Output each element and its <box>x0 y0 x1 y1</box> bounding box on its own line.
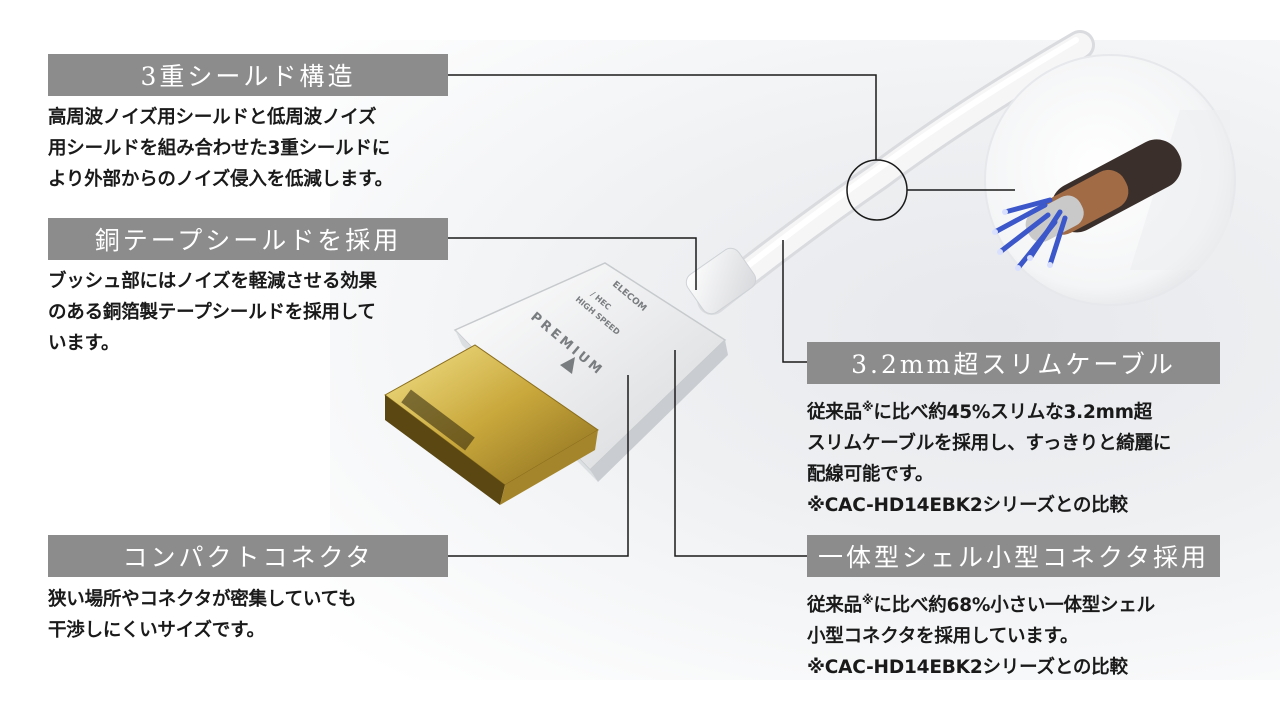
slim-cable-text-post: に比べ約45%スリムな3.2mm超 スリムケーブルを採用し、すっきりと綺麗に 配… <box>807 402 1172 517</box>
feature-title-compact-connector: コンパクトコネクタ <box>48 535 448 577</box>
slim-cable-text-pre: 従来品 <box>807 402 862 424</box>
integrated-shell-text-post: に比べ約68%小さい一体型シェル 小型コネクタを採用しています。 ※CAC-HD… <box>807 595 1155 679</box>
feature-title-copper-tape: 銅テープシールドを採用 <box>48 218 448 260</box>
feature-text-slim-cable: 従来品※に比べ約45%スリムな3.2mm超 スリムケーブルを採用し、すっきりと綺… <box>807 392 1247 521</box>
feature-title-integrated-shell: 一体型シェル小型コネクタ採用 <box>807 535 1220 577</box>
feature-title-slim-cable: 3.2mm超スリムケーブル <box>807 342 1220 384</box>
feature-text-integrated-shell: 従来品※に比べ約68%小さい一体型シェル 小型コネクタを採用しています。 ※CA… <box>807 585 1247 683</box>
feature-text-copper-tape: ブッシュ部にはノイズを軽減させる効果 のある銅箔製テープシールドを採用して いま… <box>48 271 377 354</box>
slim-cable-note-mark: ※ <box>861 400 874 414</box>
leader-lines <box>448 74 1015 557</box>
feature-title-triple-shield: 3重シールド構造 <box>48 54 448 96</box>
integrated-shell-text-pre: 従来品 <box>807 595 862 617</box>
cable-bushing <box>685 247 757 315</box>
feature-text-compact-connector: 狭い場所やコネクタが密集していても 干渉しにくいサイズです。 <box>48 589 357 641</box>
hdmi-connector-icon: PREMIUM HIGH SPEED / HEC ELECOM <box>384 262 728 505</box>
shielded-cable-cutaway-icon <box>984 54 1236 306</box>
feature-text-triple-shield: 高周波ノイズ用シールドと低周波ノイズ 用シールドを組み合わせた3重シールドに よ… <box>48 107 393 190</box>
integrated-shell-note-mark: ※ <box>861 593 874 607</box>
